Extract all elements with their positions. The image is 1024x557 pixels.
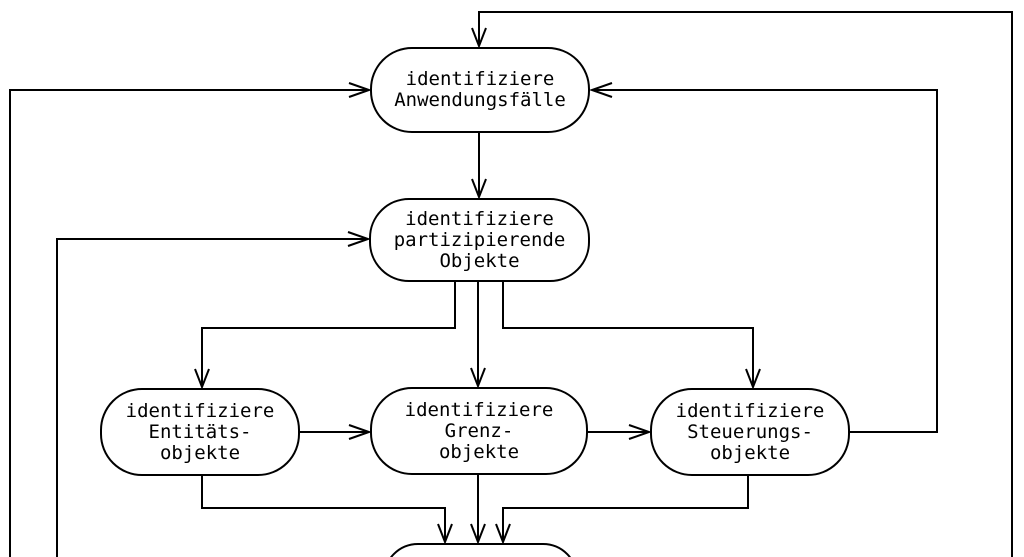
edge-entity-to-boundary [300,424,373,440]
node-identify-entity-objects-label: identifiziere Entitäts- objekte [125,399,275,464]
edge-participating-to-boundary [470,282,486,389]
node-identify-boundary-objects-label: identifiziere Grenz- objekte [404,398,554,463]
edge-boundary-to-bottom-node [470,475,486,545]
edge-participating-to-entity [194,282,456,390]
edge-feedback-right-to-use-cases-top [471,11,1013,557]
edge-loop-left-outer-to-use-cases [9,82,373,557]
node-identify-boundary-objects: identifiziere Grenz- objekte [370,387,588,475]
edge-boundary-to-control [588,424,653,440]
node-identify-control-objects: identifiziere Steuerungs- objekte [650,388,850,476]
edge-loop-left-inner-to-participating [56,231,372,557]
node-identify-use-cases: identifiziere Anwendungsfälle [370,47,590,133]
node-identify-control-objects-label: identifiziere Steuerungs- objekte [675,399,825,464]
node-bottom-partial [383,543,578,557]
node-identify-participating-objects-label: identifiziere partizipierende Objekte [393,207,566,272]
edge-entity-to-bottom-node [201,476,453,545]
edge-control-to-bottom-node [495,476,749,545]
edge-participating-to-control [502,282,761,390]
node-identify-participating-objects: identifiziere partizipierende Objekte [369,198,590,282]
edge-control-to-use-cases [588,82,938,433]
edge-use-cases-to-participating [471,133,487,200]
node-identify-use-cases-label: identifiziere Anwendungsfälle [394,68,566,111]
node-identify-entity-objects: identifiziere Entitäts- objekte [100,388,300,476]
